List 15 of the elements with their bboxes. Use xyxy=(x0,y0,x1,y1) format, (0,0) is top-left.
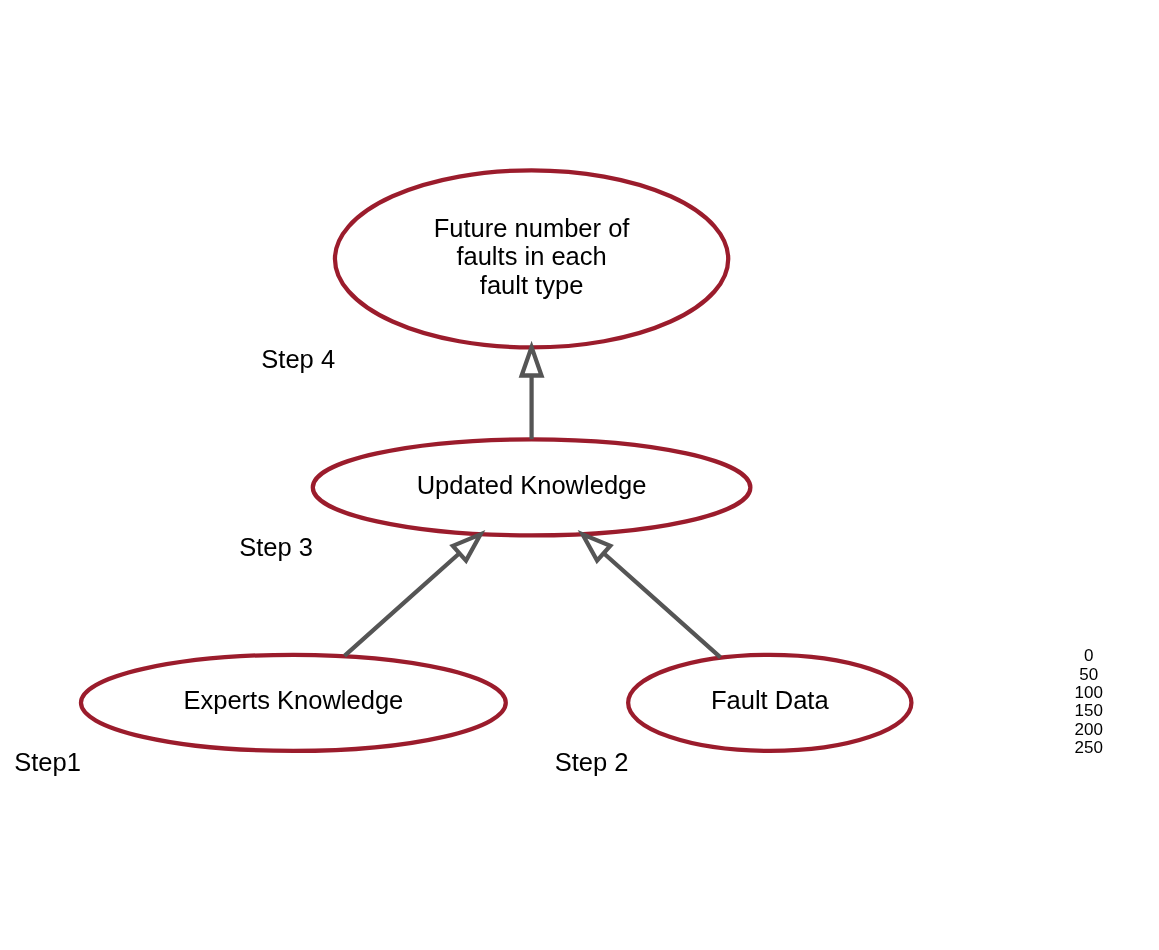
node-label: Step 2 xyxy=(554,748,629,777)
node-ellipse: Future number of faults in each fault type xyxy=(332,168,731,350)
label: 50 xyxy=(1079,664,1099,684)
arrow xyxy=(343,530,486,658)
arrow xyxy=(577,530,722,659)
node-label: Step1 xyxy=(14,748,81,777)
label: 100 xyxy=(1074,683,1103,703)
label: 250 xyxy=(1074,738,1103,758)
arrow xyxy=(518,340,545,440)
label: 200 xyxy=(1074,719,1103,739)
label: 150 xyxy=(1074,701,1103,721)
node-ellipse: Fault Data xyxy=(626,652,914,753)
label: 0 xyxy=(1084,646,1094,666)
node-ellipse: Experts Knowledge xyxy=(78,652,508,753)
node-ellipse: Updated Knowledge xyxy=(310,437,753,538)
